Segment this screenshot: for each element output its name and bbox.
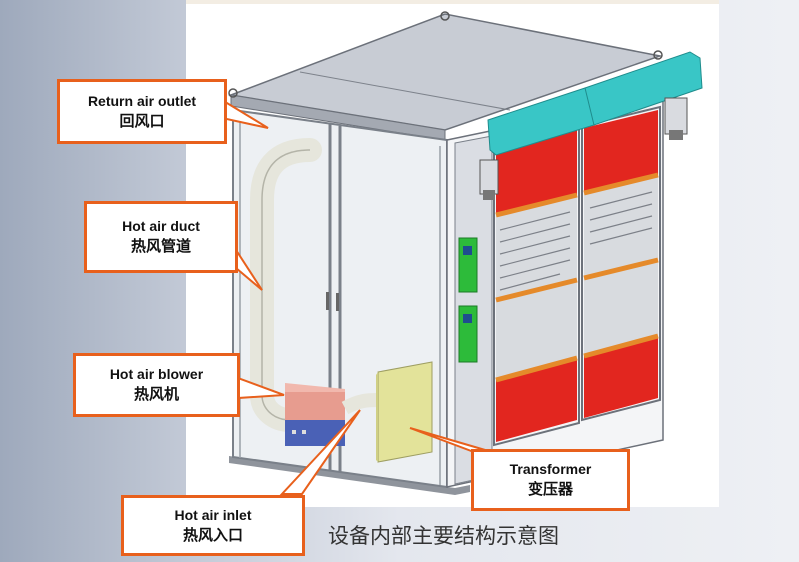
callout-label-en: Hot air inlet xyxy=(174,506,252,523)
callout-label-zh: 变压器 xyxy=(527,480,573,499)
top-strip xyxy=(186,0,719,4)
lifting-lug xyxy=(228,88,238,98)
lifting-lug xyxy=(653,50,663,60)
callout-label-en: Hot air blower xyxy=(109,366,204,383)
rapid-door-left-bottom xyxy=(496,358,577,442)
figure-caption: 设备内部主要结构示意图 xyxy=(328,524,559,548)
callout-label-en: Transformer xyxy=(509,461,592,478)
callout-pointer-inlet xyxy=(279,409,361,495)
callout-hot-air-inlet: Hot air inlet 热风入口 xyxy=(121,495,305,556)
callout-label-zh: 回风口 xyxy=(119,111,165,130)
door-motor-right xyxy=(664,97,688,140)
callout-hot-air-duct: Hot air duct 热风管道 xyxy=(84,201,238,273)
callout-return-air-outlet: Return air outlet 回风口 xyxy=(57,79,227,144)
callout-label-zh: 热风机 xyxy=(133,385,179,404)
transformer xyxy=(376,361,433,463)
roller-cap-right xyxy=(584,51,703,126)
orange-crossbars xyxy=(495,172,659,383)
callout-label-en: Hot air duct xyxy=(122,218,200,235)
door-motor-left xyxy=(479,159,499,200)
rapid-door-right-top xyxy=(584,110,658,193)
lifting-lug xyxy=(440,11,450,21)
callout-label-en: Return air outlet xyxy=(87,92,197,109)
hot-air-inlet-pipe xyxy=(341,393,379,415)
door-handle xyxy=(336,293,339,311)
callout-label-zh: 热风入口 xyxy=(182,525,243,544)
callout-label-zh: 热风管道 xyxy=(130,237,191,256)
callout-transformer: Transformer 变压器 xyxy=(471,449,630,511)
interior-louvers xyxy=(499,191,653,291)
rapid-door-right-window xyxy=(584,175,658,356)
callout-hot-air-blower: Hot air blower 热风机 xyxy=(73,353,240,417)
rapid-door-right-bottom xyxy=(584,336,658,418)
rapid-door-left-top xyxy=(496,130,577,215)
door-handle xyxy=(326,292,329,310)
